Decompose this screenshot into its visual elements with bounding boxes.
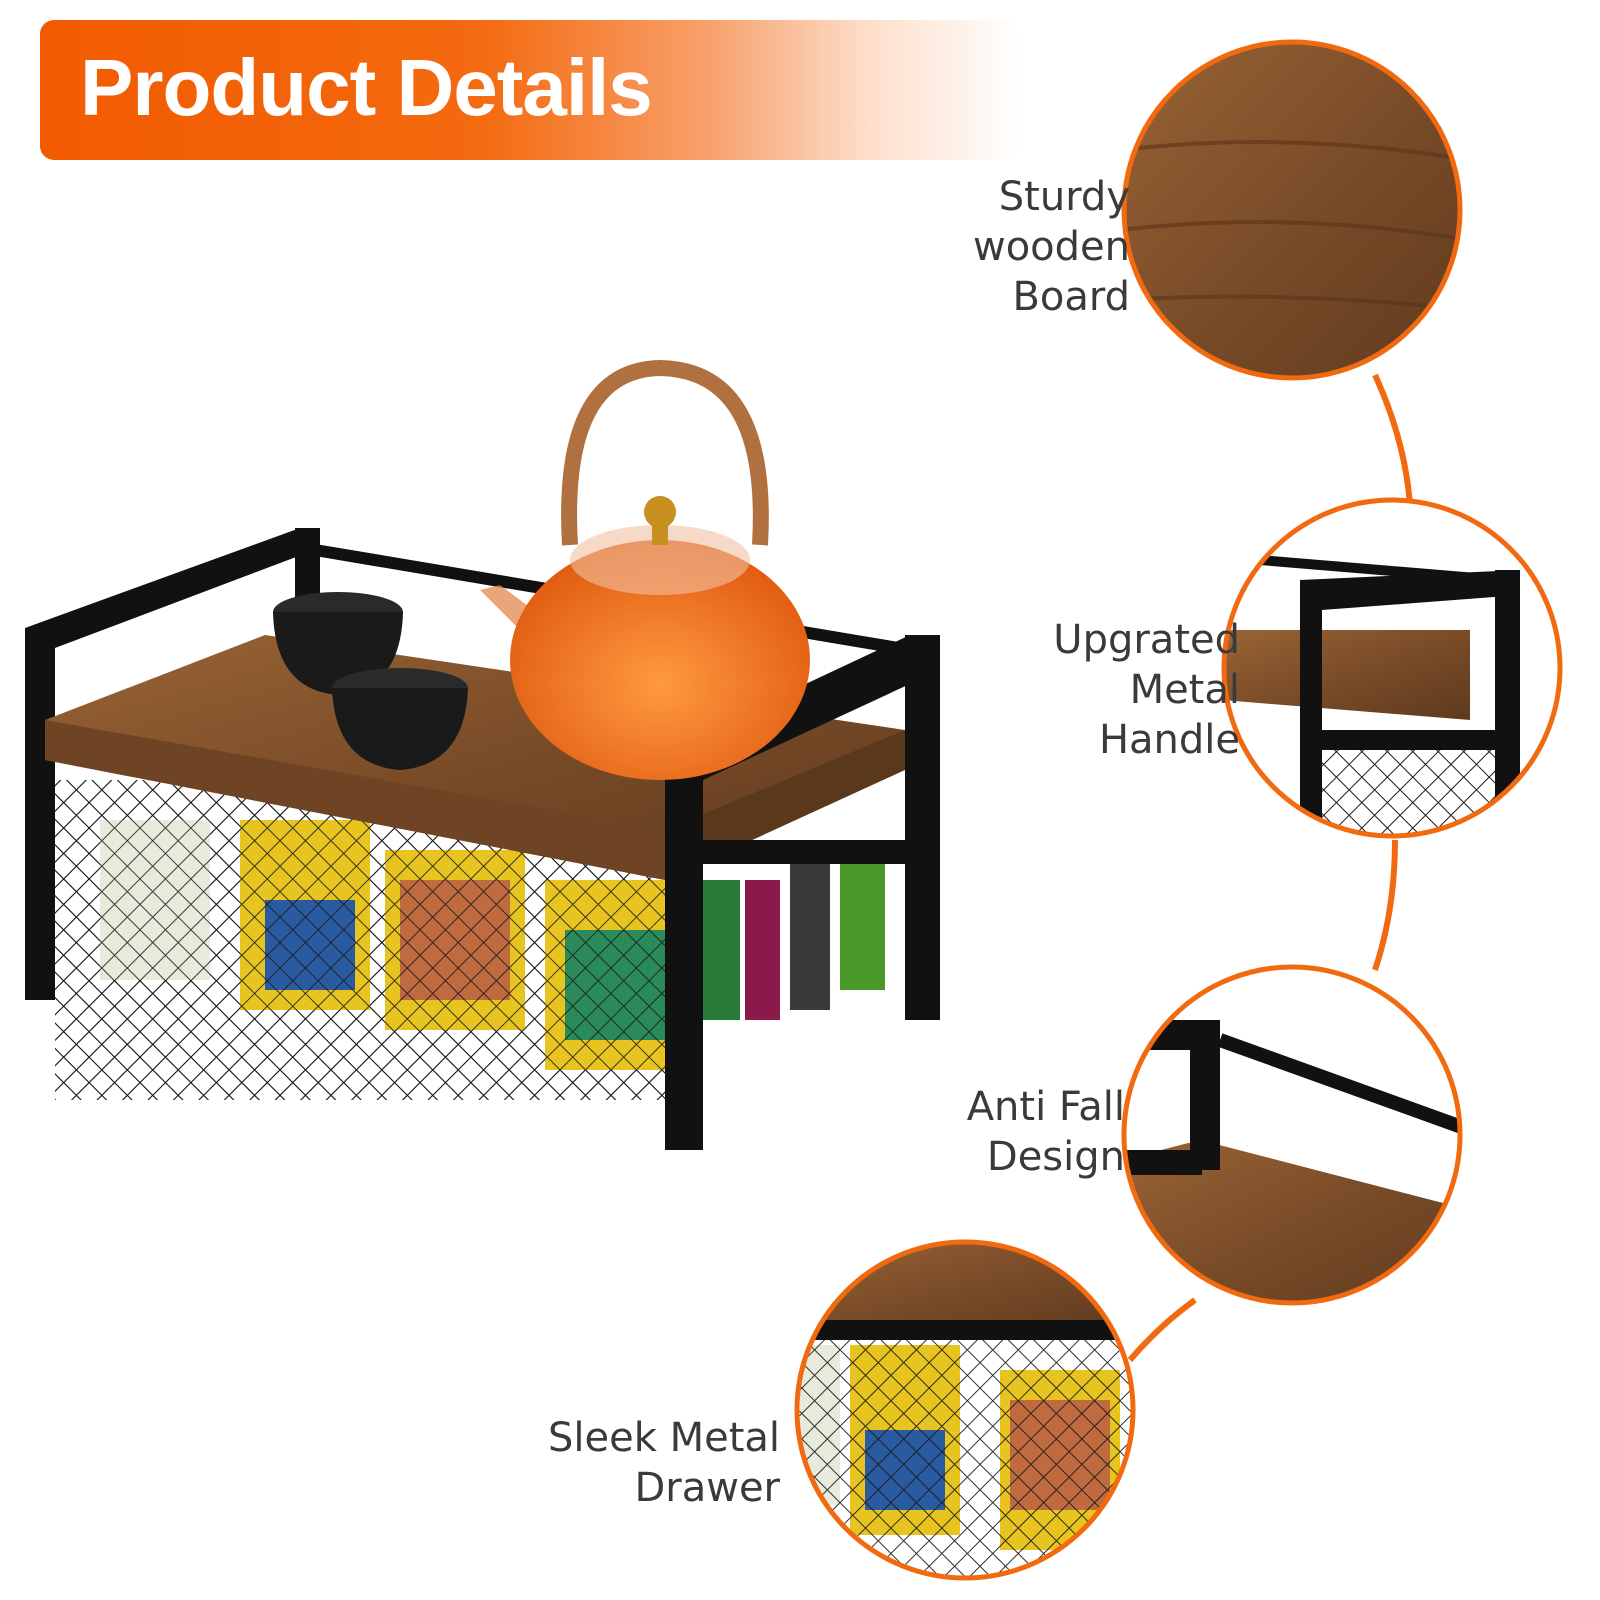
tea-bowls [273,592,468,770]
tea-organizer-product [25,359,940,1150]
feature-label-metal-drawer: Sleek Metal Drawer [547,1415,780,1511]
feature-label-anti-fall: Anti Fall Design [966,1084,1125,1180]
page-title: Product Details [80,43,653,132]
detail-wooden-board [1121,39,1463,381]
detail-metal-drawer [794,1239,1136,1581]
connector-lines [1127,373,1413,1362]
feature-label-wooden-board: Sturdy wooden Board [972,174,1130,320]
detail-metal-handle [1221,497,1563,839]
feature-label-metal-handle: Upgrated Metal Handle [1053,617,1240,763]
title-banner [40,20,1020,160]
detail-anti-fall [1121,964,1463,1306]
glass-kettle [480,359,810,780]
